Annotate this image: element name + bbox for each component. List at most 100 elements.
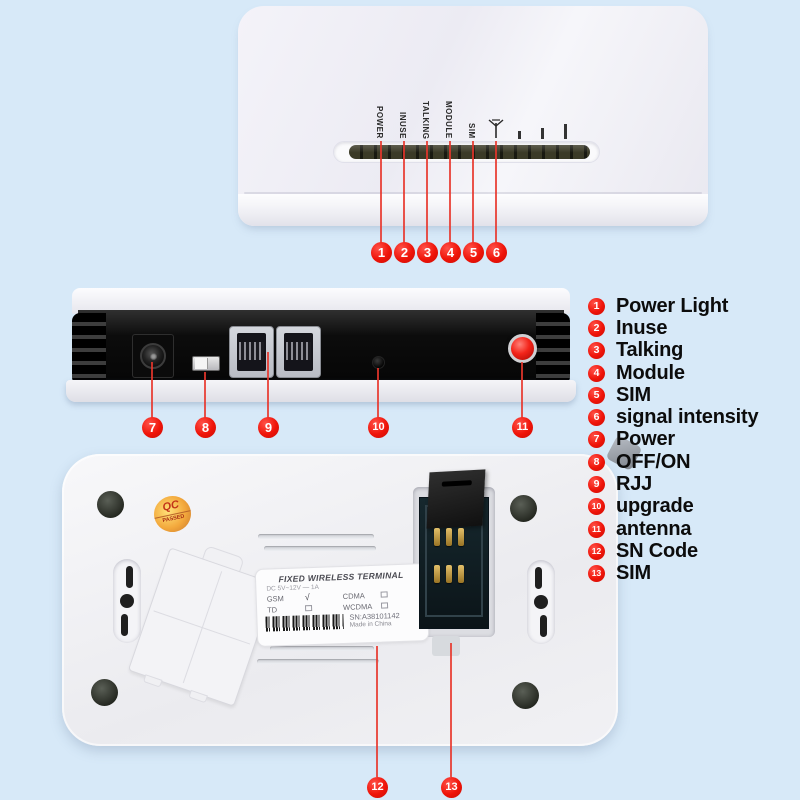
legend-num: 11: [588, 520, 605, 538]
legend-item-off-on: 8 OFF/ON: [588, 451, 758, 473]
callout-line-4: [449, 141, 451, 243]
legend-label: SN Code: [616, 539, 698, 562]
legend-label: OFF/ON: [616, 450, 691, 473]
device-back-top-edge: [72, 288, 570, 314]
callout-10: 10: [368, 417, 389, 438]
led-label-power: POWER: [375, 106, 384, 139]
mounting-keyhole-right: [527, 560, 555, 644]
sim-bay-tab: [432, 636, 460, 656]
legend-label: signal intensity: [616, 406, 759, 429]
power-switch: [192, 356, 220, 371]
net-td: TD: [267, 602, 343, 615]
dc-power-jack: [132, 334, 174, 378]
rubber-foot: [512, 682, 539, 709]
legend-label: SIM: [616, 383, 651, 406]
keyhole-slot: [121, 614, 128, 636]
legend-label: Talking: [616, 339, 684, 362]
sim-contact-pin: [458, 528, 464, 546]
callout-11: 11: [512, 417, 533, 438]
rj11-port-2: [276, 326, 321, 378]
case-groove: [258, 534, 374, 539]
legend-item-sn-code: 12 SN Code: [588, 540, 758, 562]
net-name: TD: [266, 604, 278, 615]
legend-label: Inuse: [616, 316, 668, 339]
legend-item-talking: 3 Talking: [588, 339, 758, 362]
sim-contact-pin: [446, 565, 452, 583]
legend-item-upgrade: 10 upgrade: [588, 495, 758, 518]
dc-jack-ring: [140, 343, 166, 369]
callout-8: 8: [195, 417, 216, 438]
legend-label: antenna: [616, 517, 692, 540]
legend-item-signal-intensity: 6 signal intensity: [588, 406, 759, 429]
case-groove: [264, 546, 376, 551]
callout-12: 12: [367, 777, 388, 798]
legend-label: Power Light: [616, 294, 729, 317]
serial-number-block: SN:A38101142 Made in China: [349, 611, 400, 630]
legend-num: 13: [588, 565, 605, 583]
legend-item-rjj: 9 RJJ: [588, 473, 758, 495]
legend: 1 Power Light 2 Inuse 3 Talking 4 Module…: [588, 295, 759, 585]
net-name: CDMA: [342, 590, 365, 601]
antenna-icon: [488, 119, 504, 138]
legend-item-power: 7 Power: [588, 428, 758, 451]
legend-item-inuse: 2 Inuse: [588, 317, 758, 339]
empty-checkbox: [380, 602, 389, 609]
legend-item-module: 4 Module: [588, 362, 758, 384]
sim-contact-pin: [458, 565, 464, 583]
barcode: [265, 613, 344, 632]
callout-line-9: [267, 352, 269, 418]
legend-label: Power: [616, 428, 676, 451]
callout-line-3: [426, 141, 428, 243]
rj11-port-1: [229, 326, 274, 378]
rubber-foot: [91, 679, 118, 706]
rj11-port-2-socket: [284, 333, 313, 371]
led-label-module: MODULE: [444, 101, 453, 139]
legend-num: 4: [588, 364, 605, 382]
product-label: FIXED WIRELESS TERMINAL DC 5V~12V — 1A G…: [254, 563, 430, 647]
callout-7: 7: [142, 417, 163, 438]
legend-num: 3: [588, 342, 605, 360]
callout-line-1: [380, 141, 382, 243]
keyhole-slot: [540, 615, 547, 637]
rubber-foot: [510, 495, 537, 522]
net-wcdma: WCDMA: [343, 599, 419, 612]
mounting-keyhole-left: [113, 559, 141, 643]
legend-num: 1: [588, 297, 605, 315]
callout-4: 4: [440, 242, 461, 263]
cover-seam: [182, 571, 223, 683]
callout-line-7: [151, 362, 153, 418]
legend-num: 12: [588, 542, 605, 560]
sim-contact-pin: [446, 528, 452, 546]
case-groove: [270, 646, 374, 651]
antenna-connector: [508, 334, 537, 363]
callout-3: 3: [417, 242, 438, 263]
legend-num: 2: [588, 319, 605, 337]
right-grip: [536, 313, 570, 385]
callout-9: 9: [258, 417, 279, 438]
callout-6: 6: [486, 242, 507, 263]
callout-line-12: [376, 646, 378, 777]
keyhole-slot: [535, 567, 542, 589]
callout-5: 5: [463, 242, 484, 263]
signal-bar-medium: [541, 128, 544, 139]
legend-item-power-light: 1 Power Light: [588, 295, 758, 317]
label-footer: SN:A38101142 Made in China: [265, 611, 419, 632]
net-name: WCDMA: [342, 601, 373, 612]
legend-label: Module: [616, 361, 685, 384]
callout-2: 2: [394, 242, 415, 263]
device-back-bottom-edge: [66, 380, 576, 402]
callout-line-10: [377, 368, 379, 418]
led-label-inuse: INUSE: [398, 112, 407, 139]
keyhole-circle: [534, 595, 548, 609]
keyhole-circle: [120, 594, 134, 608]
legend-item-sim-slot: 13 SIM: [588, 562, 758, 585]
callout-1: 1: [371, 242, 392, 263]
callout-line-5: [472, 141, 474, 243]
legend-num: 9: [588, 476, 605, 494]
dc-jack-pin: [150, 353, 157, 360]
legend-item-antenna: 11 antenna: [588, 518, 758, 540]
callout-line-8: [204, 372, 206, 418]
made-in: Made in China: [349, 620, 392, 629]
empty-checkbox: [380, 591, 388, 598]
